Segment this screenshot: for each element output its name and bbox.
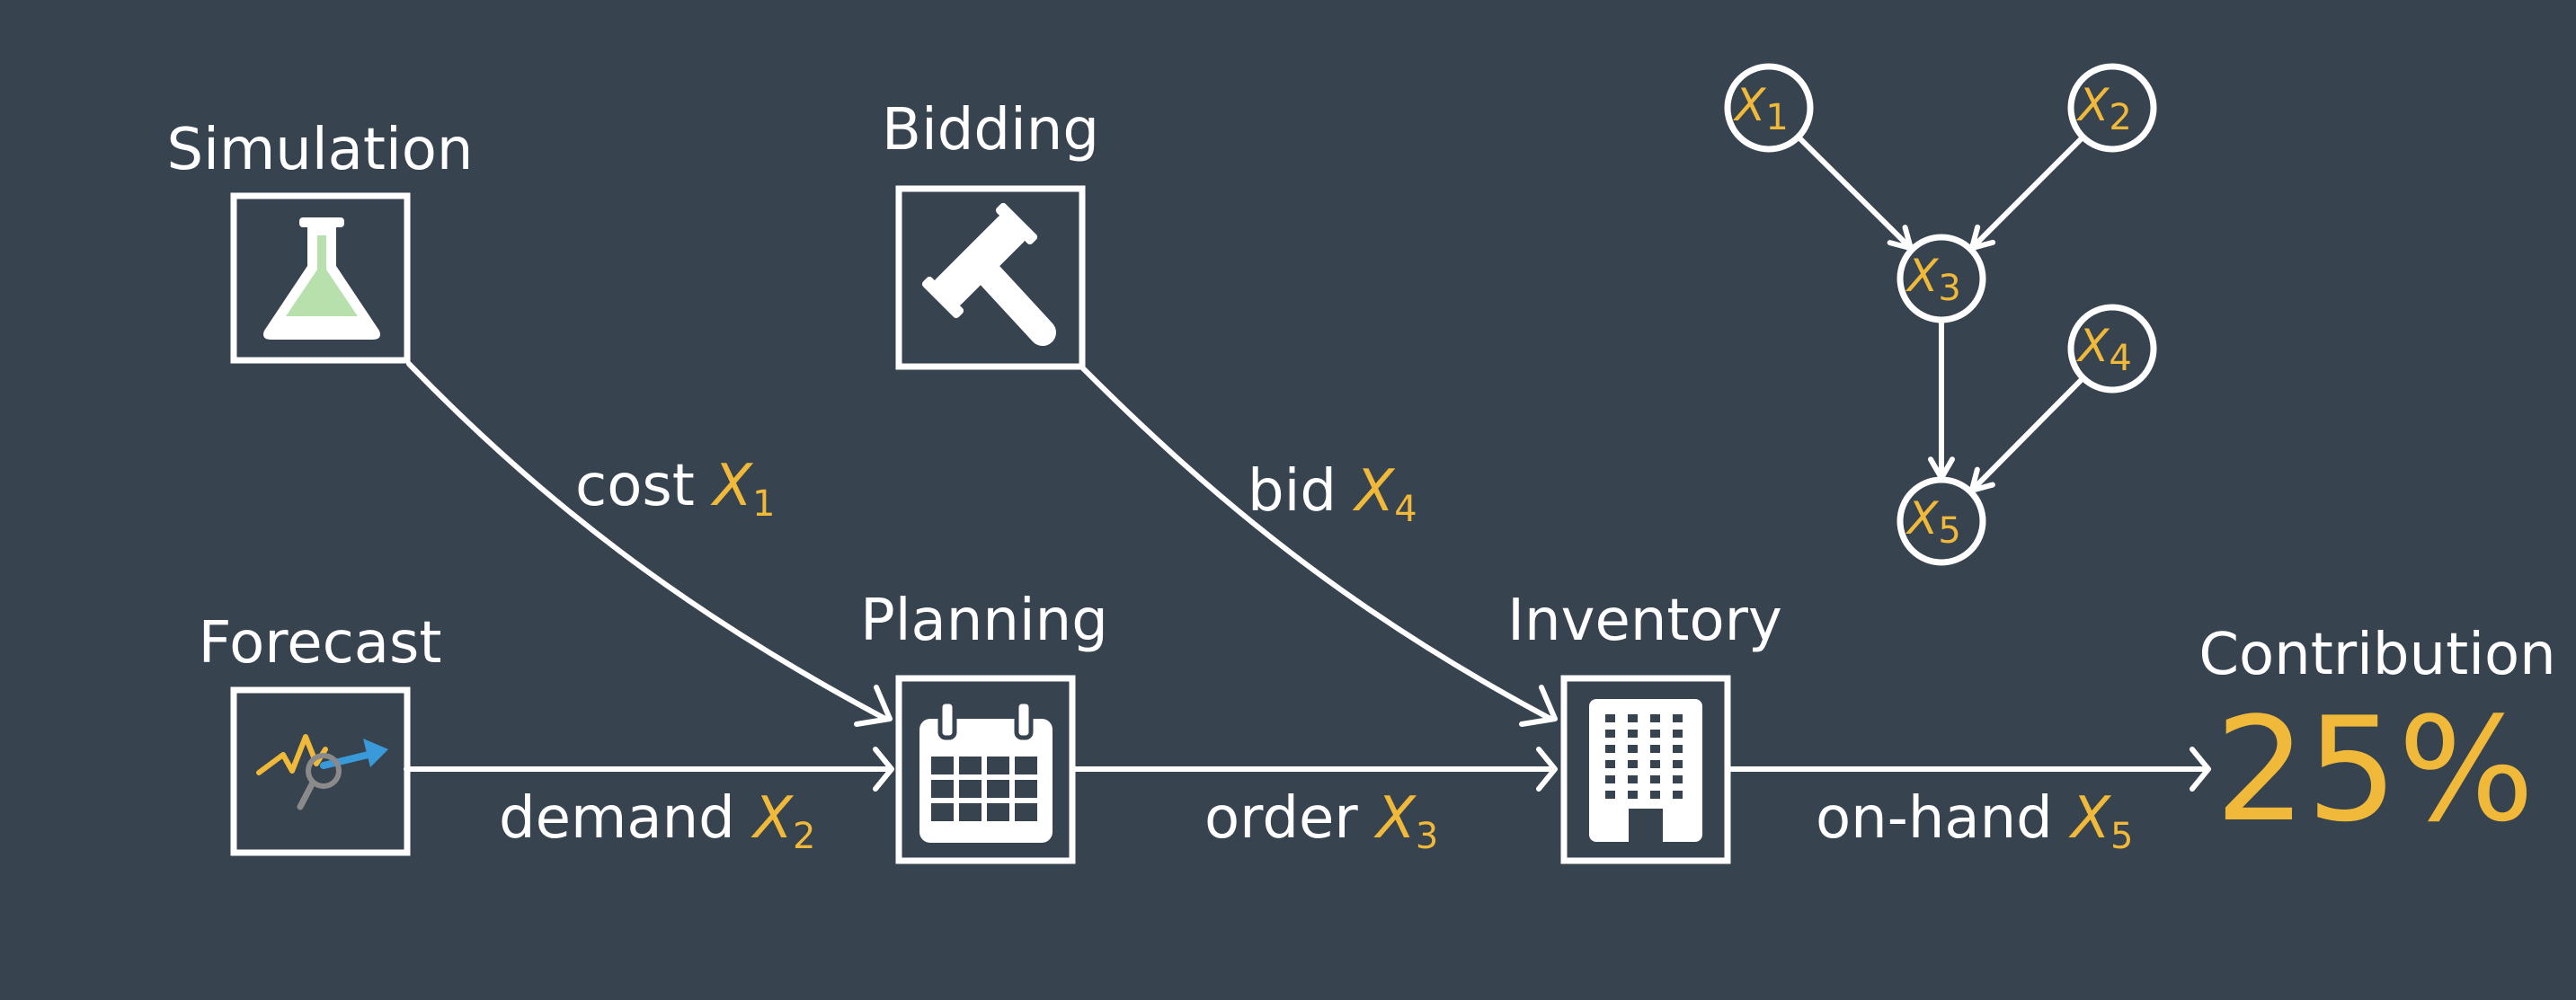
order-arrowhead bbox=[1536, 747, 1558, 792]
inventory-box bbox=[1560, 675, 1731, 864]
demand-word: demand bbox=[499, 785, 735, 852]
forecast-module: Forecast bbox=[199, 610, 442, 856]
graph-node-x3 bbox=[1896, 234, 1986, 323]
inventory-module: Inventory bbox=[1507, 588, 1782, 864]
order-var: X bbox=[1373, 785, 1417, 852]
graph-node-label-x5: X5 bbox=[1905, 492, 1961, 552]
demand-label: demand X2 bbox=[499, 785, 815, 857]
graph-edge-x1-x3 bbox=[1795, 134, 1914, 252]
contribution-value: 25% bbox=[2215, 686, 2535, 854]
cost-word: cost bbox=[575, 453, 695, 519]
contribution-title: Contribution bbox=[2198, 622, 2555, 688]
cost-arrow bbox=[406, 361, 888, 721]
graph-node-label-x4: X4 bbox=[2075, 320, 2132, 379]
planning-module: Planning bbox=[860, 588, 1108, 864]
bid-word: bid bbox=[1248, 458, 1337, 525]
demand-sub: 2 bbox=[793, 816, 815, 857]
planning-title: Planning bbox=[860, 588, 1108, 654]
onhand-word: on-hand bbox=[1816, 785, 2053, 852]
onhand-label: on-hand X5 bbox=[1816, 785, 2133, 857]
graph-node-label-x1: X1 bbox=[1732, 79, 1789, 138]
onhand-sub: 5 bbox=[2110, 816, 2133, 857]
inventory-title: Inventory bbox=[1507, 588, 1782, 654]
demand-var: X bbox=[751, 785, 794, 852]
bidding-title: Bidding bbox=[882, 97, 1099, 164]
demand-arrowhead bbox=[873, 747, 894, 792]
gavel-icon bbox=[921, 202, 1056, 346]
bid-label: bid X4 bbox=[1248, 458, 1417, 530]
bid-sub: 4 bbox=[1394, 489, 1417, 530]
order-word: order bbox=[1204, 785, 1358, 852]
bid-arrowhead bbox=[1519, 685, 1558, 727]
graph-node-x5 bbox=[1896, 476, 1986, 566]
onhand-arrowhead bbox=[2190, 747, 2211, 792]
cost-label: cost X1 bbox=[575, 453, 775, 525]
order-label: order X3 bbox=[1204, 785, 1438, 857]
graph-node-label-x2: X2 bbox=[2075, 79, 2132, 138]
graph-node-label-x3: X3 bbox=[1905, 250, 1961, 309]
graph-node-x2 bbox=[2067, 63, 2157, 153]
forecast-box bbox=[230, 686, 411, 856]
cost-arrowhead bbox=[854, 685, 893, 727]
forecast-title: Forecast bbox=[199, 610, 442, 677]
cost-sub: 1 bbox=[752, 483, 775, 525]
onhand-var: X bbox=[2068, 785, 2111, 852]
bidding-box bbox=[895, 185, 1086, 370]
calendar-icon bbox=[919, 699, 1053, 843]
building-icon bbox=[1589, 699, 1702, 842]
chart-magnifier-icon bbox=[256, 734, 388, 810]
simulation-title: Simulation bbox=[167, 117, 474, 183]
pipeline-arrows bbox=[404, 361, 2211, 792]
graph-node-x1 bbox=[1724, 63, 1814, 153]
planning-box bbox=[895, 675, 1076, 864]
bidding-module: Bidding bbox=[882, 97, 1099, 370]
flask-icon bbox=[263, 217, 380, 340]
graph-edge-x2-x3 bbox=[1968, 134, 2086, 252]
bid-var: X bbox=[1352, 458, 1395, 525]
cost-var: X bbox=[710, 453, 753, 519]
bid-arrow bbox=[1080, 366, 1553, 721]
simulation-module: Simulation bbox=[167, 117, 474, 364]
graph-node-x4 bbox=[2067, 304, 2157, 394]
simulation-box bbox=[230, 192, 411, 364]
order-sub: 3 bbox=[1416, 816, 1438, 857]
graph-edge-x4-x5 bbox=[1968, 375, 2086, 493]
